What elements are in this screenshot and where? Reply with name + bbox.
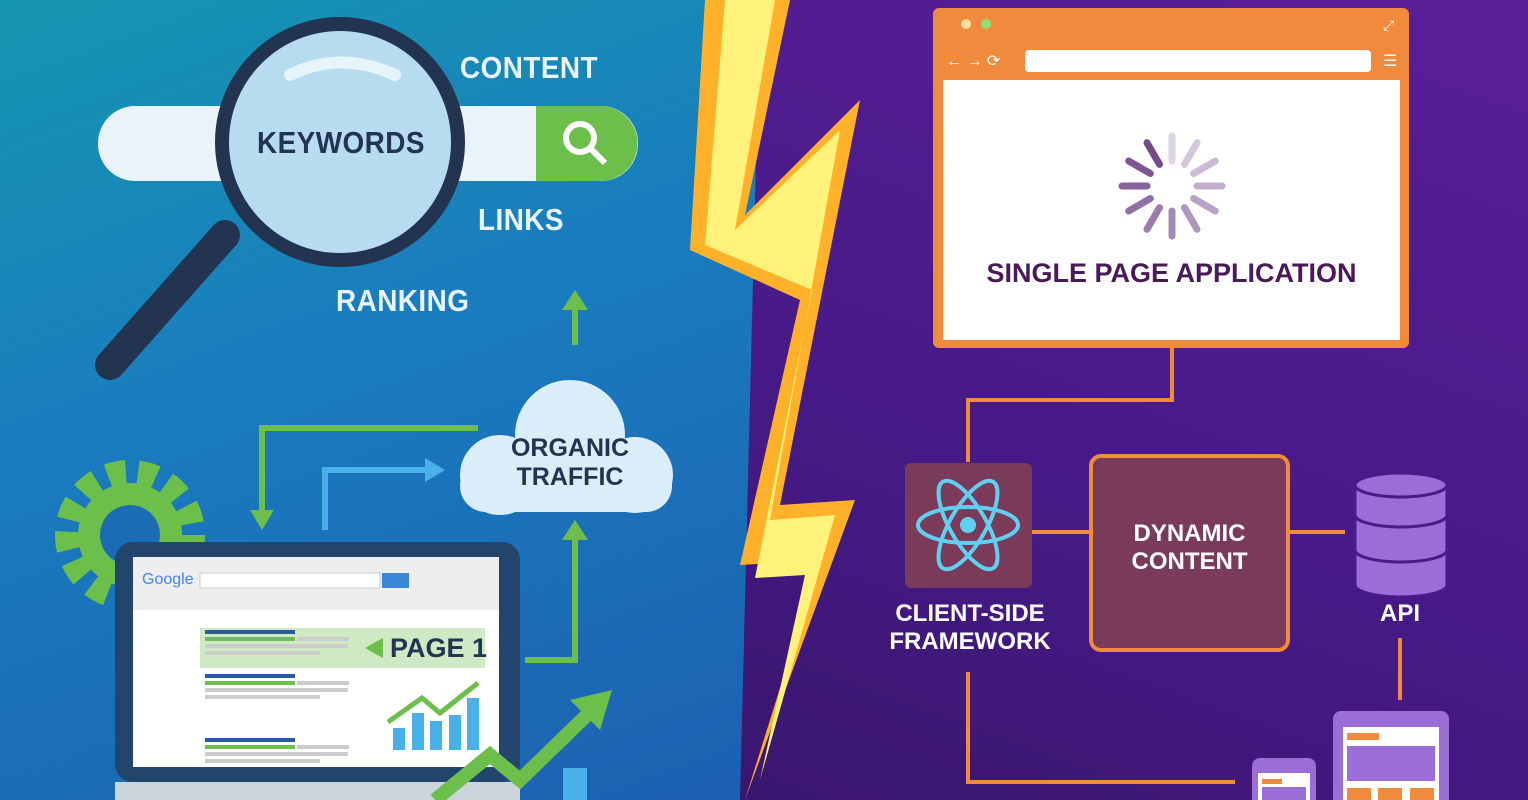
search-icon [563,121,608,166]
content-label: CONTENT [460,50,598,85]
result-line [205,752,348,756]
result-line [205,681,295,685]
google-logo: Google [142,571,194,588]
result-line [205,637,295,641]
menu-icon: ☰ [1383,53,1397,70]
spinner-tick [1181,139,1201,168]
result-line [205,745,295,749]
spinner-tick [1143,139,1163,168]
spinner-tick [1125,195,1154,215]
result-line [205,688,348,692]
page-one-badge: PAGE 1 [390,633,488,663]
cloud-line-2: TRAFFIC [516,463,624,491]
framework-line-2: FRAMEWORK [889,628,1051,655]
links-label: LINKS [478,202,564,237]
framework-line-1: CLIENT-SIDE [895,600,1045,627]
result-line [297,681,349,685]
cloud-line-1: ORGANIC [510,434,630,462]
ranking-label: RANKING [336,283,470,318]
spinner-tick [1190,195,1219,215]
database-icon [1353,471,1449,599]
loading-spinner-icon [1118,132,1226,240]
dynamic-content-label: DYNAMIC CONTENT [1091,520,1288,576]
spinner-tick [1190,157,1219,177]
result-line [205,759,320,763]
react-icon [916,478,1020,572]
result-line [297,745,349,749]
connectors [966,348,1402,784]
result-line [205,674,295,678]
result-line [205,644,348,648]
app-title: SINGLE PAGE APPLICATION [986,258,1357,288]
browser-window: ← → ⟳ ☰ ⤢ [933,8,1409,348]
devices-icon [1252,711,1449,800]
result-line [297,637,349,641]
laptop-icon [115,542,612,800]
result-line [205,651,320,655]
framework-label: CLIENT-SIDE FRAMEWORK [880,600,1060,656]
api-label: API [1379,600,1420,627]
result-line [205,738,295,742]
dynamic-line-1: DYNAMIC [1133,520,1246,547]
dynamic-line-2: CONTENT [1131,548,1248,575]
cloud-icon [460,380,673,515]
dynamic-content-box [1089,454,1290,652]
result-line [205,695,320,699]
organic-traffic-label: ORGANIC TRAFFIC [500,434,640,492]
search-keyword: KEYWORDS [257,125,425,160]
spinner-tick [1125,157,1154,177]
spinner-tick [1143,204,1163,233]
lightning-bolt-icon [690,0,860,800]
expand-icon: ⤢ [1383,17,1394,33]
spinner-tick [1181,204,1201,233]
magnifier-icon [95,17,465,380]
back-icon: ← → ⟳ [946,53,1001,70]
result-line [205,630,295,634]
